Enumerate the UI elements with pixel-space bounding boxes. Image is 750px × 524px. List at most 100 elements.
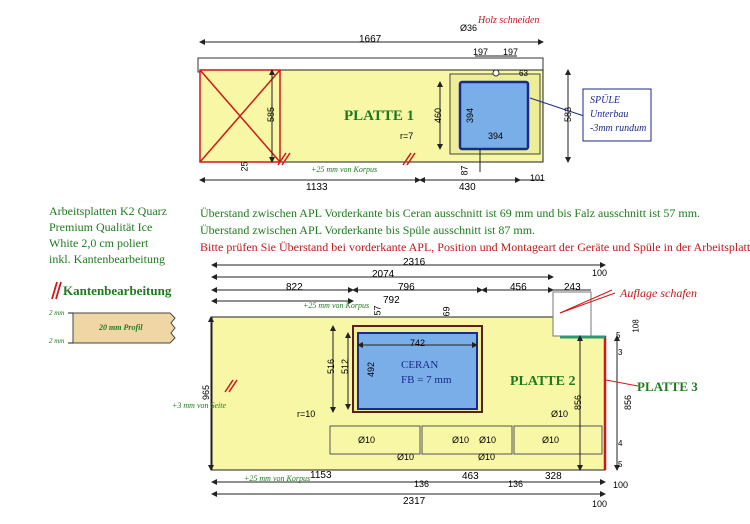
note-line-1: Überstand zwischen APL Vorderkante bis C…	[200, 206, 701, 220]
edge-mark	[406, 152, 416, 166]
dim-243: 243	[564, 282, 581, 293]
dim-1133: 1133	[306, 182, 328, 193]
dim-796: 796	[398, 282, 415, 293]
dim-822: 822	[286, 282, 303, 293]
kante-mark	[51, 281, 58, 300]
dim-197a: 197	[473, 47, 489, 57]
ceran-fb-label: FB = 7 mm	[401, 374, 452, 386]
hole-label: Ø10	[551, 409, 569, 419]
radius-10: r=10	[297, 409, 316, 419]
dim-136a: 136	[414, 479, 430, 489]
dim-463: 463	[462, 471, 479, 482]
plate2-korpus-bottom: +25 mm von Korpus	[244, 474, 311, 483]
dim-328: 328	[545, 471, 562, 482]
plate2-korpus-top: +25 mm von Korpus	[303, 301, 370, 310]
hole-label: Ø10	[479, 435, 497, 445]
hole-label: Ø10	[397, 452, 415, 462]
auflage-label: Auflage schafen	[620, 286, 697, 300]
dim-69: 69	[441, 306, 452, 317]
dim-line	[529, 97, 591, 119]
dim-1667: 1667	[359, 34, 382, 45]
dim-101: 101	[530, 173, 546, 183]
dim-585: 585	[266, 106, 277, 123]
spuele-callout-box	[582, 88, 652, 142]
dim-87: 87	[459, 165, 470, 176]
spec-line-1: Arbeitsplatten K2 Quarz	[49, 204, 167, 218]
dim-1153: 1153	[310, 470, 332, 481]
dim-516: 516	[326, 358, 337, 375]
hole-label: Ø10	[358, 435, 376, 445]
dim-792: 792	[383, 295, 400, 306]
spuele-mount: Unterbau	[590, 109, 629, 120]
ceran-label: CERAN	[401, 359, 439, 371]
dim-512: 512	[340, 358, 351, 375]
dim-3: 3	[618, 348, 623, 357]
dim-394-vert: 394	[465, 107, 476, 124]
plate1-korpus-note: +25 mm von Korpus	[311, 165, 378, 174]
kante-profil-label: 20 mm Profil	[99, 323, 143, 332]
dim-2074: 2074	[372, 269, 395, 280]
spuele-gap: -3mm rundum	[590, 123, 647, 134]
dim-2316: 2316	[403, 257, 426, 268]
dim-line	[559, 289, 613, 314]
spec-line-2: Premium Qualität Ice	[49, 220, 153, 234]
spuele-title: SPÜLE	[590, 95, 620, 106]
dim-492: 492	[366, 361, 377, 378]
dim-856-outer: 856	[623, 394, 634, 411]
plate2-seite-note: +3 mm von Seite	[172, 401, 227, 410]
note-line-3: Bitte prüfen Sie Überstand bei vorderkan…	[200, 240, 750, 254]
kante-mm-top: 2 mm	[49, 309, 65, 317]
cabinet-outline	[421, 425, 513, 455]
dim-100-top: 100	[592, 268, 608, 278]
radius-7: r=7	[400, 131, 414, 141]
plate1-cut-diagonal	[199, 69, 281, 163]
dim-5-bottom: 5	[618, 460, 623, 469]
kante-mm-bottom: 2 mm	[49, 337, 65, 345]
dim-57: 57	[372, 305, 383, 316]
hole-label: Ø10	[452, 435, 470, 445]
dim-136b: 136	[508, 479, 524, 489]
dim-2317: 2317	[403, 496, 426, 507]
dim-394-horiz: 394	[488, 131, 504, 141]
dim-line	[559, 292, 616, 314]
dim-36: Ø36	[460, 23, 478, 33]
spec-line-4: inkl. Kantenbearbeitung	[49, 252, 165, 266]
dim-63: 63	[519, 69, 528, 78]
dim-25: 25	[239, 161, 250, 172]
plate1-label: PLATTE 1	[344, 108, 415, 124]
dim-100-mid: 100	[613, 480, 629, 490]
cabinet-outline	[513, 425, 603, 455]
sink-cutout	[458, 80, 530, 151]
dim-100-bottom: 100	[592, 499, 608, 509]
dim-197b: 197	[503, 47, 519, 57]
edge-mark	[228, 379, 238, 393]
edge-mark	[277, 152, 287, 166]
dim-108: 108	[631, 319, 641, 333]
dim-430: 430	[459, 182, 476, 193]
dim-583: 583	[563, 106, 574, 123]
plate2-wall-notch	[552, 291, 592, 337]
tap-hole	[492, 69, 500, 77]
spec-line-3: White 2,0 cm poliert	[49, 236, 149, 250]
dim-line	[605, 379, 639, 387]
plate2-label: PLATTE 2	[510, 374, 576, 389]
holz-schneiden-label: Holz schneiden	[478, 15, 540, 26]
dim-856-inner: 856	[573, 394, 584, 411]
dim-5-top: 5	[616, 331, 621, 340]
dim-460: 460	[433, 107, 444, 124]
hole-label: Ø10	[478, 452, 496, 462]
dim-4: 4	[618, 439, 623, 448]
edge-profile-shape	[72, 312, 176, 344]
plate3-label: PLATTE 3	[637, 379, 698, 394]
dim-742: 742	[410, 338, 426, 348]
cabinet-outline	[329, 425, 421, 455]
edge-mark	[224, 379, 234, 393]
dim-456: 456	[510, 282, 527, 293]
edge-mark	[402, 152, 412, 166]
dim-965: 965	[201, 384, 212, 401]
edge-mark	[281, 152, 291, 166]
kante-title: Kantenbearbeitung	[63, 283, 172, 298]
note-line-2: Überstand zwischen APL Vorderkante bis S…	[200, 223, 536, 237]
hole-label: Ø10	[542, 435, 560, 445]
